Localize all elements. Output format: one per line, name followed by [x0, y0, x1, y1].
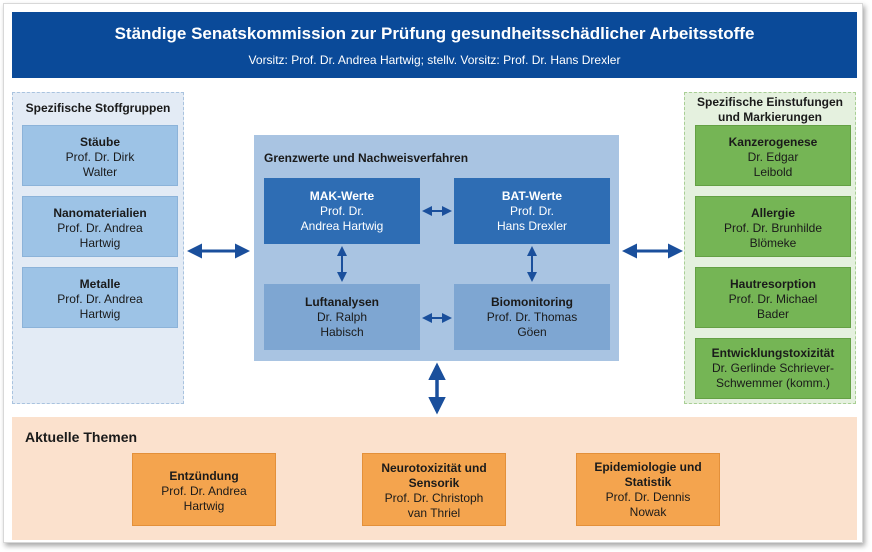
box-allergie-line2: Blömeke	[749, 236, 797, 250]
box-neurotoxizitaet: Neurotoxizität und Sensorik Prof. Dr. Ch…	[362, 453, 506, 526]
box-hautresorption-line1: Prof. Dr. Michael	[728, 292, 818, 306]
box-entwicklungstoxizitaet-line1: Dr. Gerlinde Schriever-	[711, 361, 835, 375]
box-nanomaterialien: Nanomaterialien Prof. Dr. Andrea Hartwig	[22, 196, 178, 257]
box-kanzerogenese: Kanzerogenese Dr. Edgar Leibold	[695, 125, 851, 186]
box-bat-werte-line1: Prof. Dr.	[509, 204, 554, 218]
box-hautresorption-name: Hautresorption	[729, 277, 816, 291]
box-epidemiologie: Epidemiologie und Statistik Prof. Dr. De…	[576, 453, 720, 526]
box-allergie-name: Allergie	[750, 206, 795, 220]
box-mak-werte: MAK-Werte Prof. Dr. Andrea Hartwig	[264, 178, 420, 244]
box-epidemiologie-line2: Nowak	[629, 505, 667, 519]
box-entzuendung-line1: Prof. Dr. Andrea	[161, 484, 247, 498]
left-panel-title: Spezifische Stoffgruppen	[25, 101, 171, 115]
box-metalle-line2: Hartwig	[79, 307, 121, 321]
box-kanzerogenese-line2: Leibold	[753, 165, 793, 179]
box-mak-werte-name: MAK-Werte	[309, 189, 375, 203]
box-entzuendung-name: Entzündung	[169, 469, 239, 483]
box-epidemiologie-name2: Statistik	[624, 475, 672, 489]
box-biomonitoring-name: Biomonitoring	[491, 295, 573, 309]
box-nanomaterialien-line1: Prof. Dr. Andrea	[57, 221, 143, 235]
box-nanomaterialien-line2: Hartwig	[79, 236, 121, 250]
box-staeube: Stäube Prof. Dr. Dirk Walter	[22, 125, 178, 186]
box-biomonitoring-line2: Göen	[517, 325, 547, 339]
box-neurotoxizitaet-line1: Prof. Dr. Christoph	[384, 491, 484, 505]
box-metalle: Metalle Prof. Dr. Andrea Hartwig	[22, 267, 178, 328]
box-nanomaterialien-name: Nanomaterialien	[53, 206, 147, 220]
box-staeube-line1: Prof. Dr. Dirk	[65, 150, 135, 164]
header-banner: Ständige Senatskommission zur Prüfung ge…	[12, 12, 857, 78]
center-panel-title: Grenzwerte und Nachweisverfahren	[264, 151, 469, 165]
right-panel-title-line2: und Markierungen	[717, 110, 822, 124]
box-neurotoxizitaet-name2: Sensorik	[408, 476, 460, 490]
box-entwicklungstoxizitaet-name: Entwicklungstoxizität	[711, 346, 835, 360]
box-neurotoxizitaet-name: Neurotoxizität und	[381, 461, 487, 475]
right-panel-title: Spezifische Einstufungen und Markierunge…	[684, 95, 856, 125]
box-bat-werte: BAT-Werte Prof. Dr. Hans Drexler	[454, 178, 610, 244]
box-epidemiologie-name: Epidemiologie und	[594, 460, 702, 474]
box-luftanalysen: Luftanalysen Dr. Ralph Habisch	[264, 284, 420, 350]
box-metalle-name: Metalle	[79, 277, 121, 291]
box-neurotoxizitaet-line2: van Thriel	[407, 506, 461, 520]
box-allergie: Allergie Prof. Dr. Brunhilde Blömeke	[695, 196, 851, 257]
box-staeube-name: Stäube	[79, 135, 120, 149]
box-entwicklungstoxizitaet-line2: Schwemmer (komm.)	[715, 376, 830, 390]
right-panel-title-line1: Spezifische Einstufungen	[696, 95, 843, 109]
box-epidemiologie-line1: Prof. Dr. Dennis	[605, 490, 691, 504]
box-entwicklungstoxizitaet: Entwicklungstoxizität Dr. Gerlinde Schri…	[695, 338, 851, 399]
box-luftanalysen-line2: Habisch	[320, 325, 364, 339]
bottom-panel-title: Aktuelle Themen	[25, 429, 138, 445]
box-bat-werte-line2: Hans Drexler	[496, 219, 568, 233]
box-staeube-line2: Walter	[82, 165, 118, 179]
header-subtitle: Vorsitz: Prof. Dr. Andrea Hartwig; stell…	[248, 53, 621, 67]
header-title: Ständige Senatskommission zur Prüfung ge…	[114, 24, 755, 43]
box-metalle-line1: Prof. Dr. Andrea	[57, 292, 143, 306]
box-mak-werte-line2: Andrea Hartwig	[300, 219, 384, 233]
box-entzuendung-line2: Hartwig	[183, 499, 225, 513]
box-kanzerogenese-line1: Dr. Edgar	[747, 150, 799, 164]
box-luftanalysen-name: Luftanalysen	[304, 295, 379, 309]
box-biomonitoring-line1: Prof. Dr. Thomas	[486, 310, 578, 324]
box-allergie-line1: Prof. Dr. Brunhilde	[723, 221, 823, 235]
box-kanzerogenese-name: Kanzerogenese	[728, 135, 818, 149]
box-biomonitoring: Biomonitoring Prof. Dr. Thomas Göen	[454, 284, 610, 350]
box-luftanalysen-line1: Dr. Ralph	[316, 310, 368, 324]
box-hautresorption: Hautresorption Prof. Dr. Michael Bader	[695, 267, 851, 328]
box-entzuendung: Entzündung Prof. Dr. Andrea Hartwig	[132, 453, 276, 526]
box-mak-werte-line1: Prof. Dr.	[319, 204, 364, 218]
box-bat-werte-name: BAT-Werte	[501, 189, 563, 203]
box-hautresorption-line2: Bader	[756, 307, 790, 321]
